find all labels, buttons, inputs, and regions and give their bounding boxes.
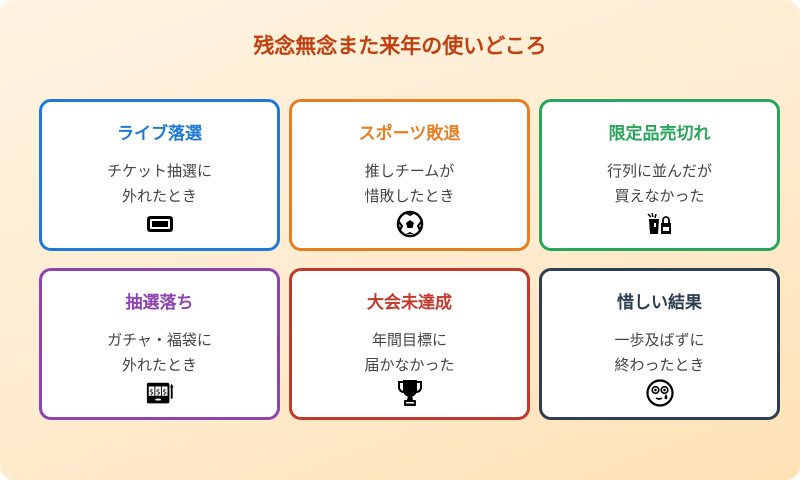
card-title: 惜しい結果 [617,293,702,313]
card-desc-line: 外れたとき [121,187,197,205]
card-live-lottery: ライブ落選 チケット抽選に 外れたとき [39,99,280,251]
ticket-icon [145,209,175,239]
card-desc-line: ガチャ・福袋に [107,331,212,349]
card-description: 推しチームが 惜敗したとき [292,159,527,209]
card-desc-line: 惜敗したとき [364,187,455,205]
crying-face-icon [645,378,675,408]
card-desc-line: 外れたとき [121,356,197,374]
card-description: チケット抽選に 外れたとき [42,159,277,209]
card-title: 抽選落ち [125,293,194,313]
card-description: 行列に並んだが 買えなかった [542,159,777,209]
card-desc-line: 届かなかった [364,356,455,374]
card-sports-defeat: スポーツ敗退 推しチームが 惜敗したとき [289,99,530,251]
card-title: 大会未達成 [367,293,452,313]
card-description: ガチャ・福袋に 外れたとき [42,328,277,378]
soccer-ball-icon [395,209,425,239]
card-title: スポーツ敗退 [358,124,461,144]
svg-text:$: $ [149,387,154,396]
card-description: 一歩及ばずに 終わったとき [542,328,777,378]
card-close-result: 惜しい結果 一歩及ばずに 終わったとき [539,268,780,420]
card-desc-line: チケット抽選に [106,162,212,180]
card-desc-line: 行列に並んだが [606,162,712,180]
page-title: 残念無念また来年の使いどころ [253,34,547,58]
card-desc-line: 買えなかった [614,187,705,205]
card-desc-line: 終わったとき [614,356,705,374]
card-description: 年間目標に 届かなかった [292,328,527,378]
card-tournament-missed: 大会未達成 年間目標に 届かなかった [289,268,530,420]
card-desc-line: 一歩及ばずに [614,331,705,349]
card-gacha-lost: 抽選落ち ガチャ・福袋に 外れたとき $ $ $ [39,268,280,420]
svg-text:$: $ [162,387,167,396]
card-desc-line: 年間目標に [371,331,447,349]
svg-text:$: $ [155,387,160,396]
card-desc-line: 推しチームが [364,162,455,180]
card-title: 限定品売切れ [608,124,711,144]
trophy-icon [395,378,425,408]
shopping-bags-icon [645,209,675,239]
card-title: ライブ落選 [117,124,202,144]
slot-machine-icon: $ $ $ [145,378,175,408]
card-limited-sold-out: 限定品売切れ 行列に並んだが 買えなかった [539,99,780,251]
